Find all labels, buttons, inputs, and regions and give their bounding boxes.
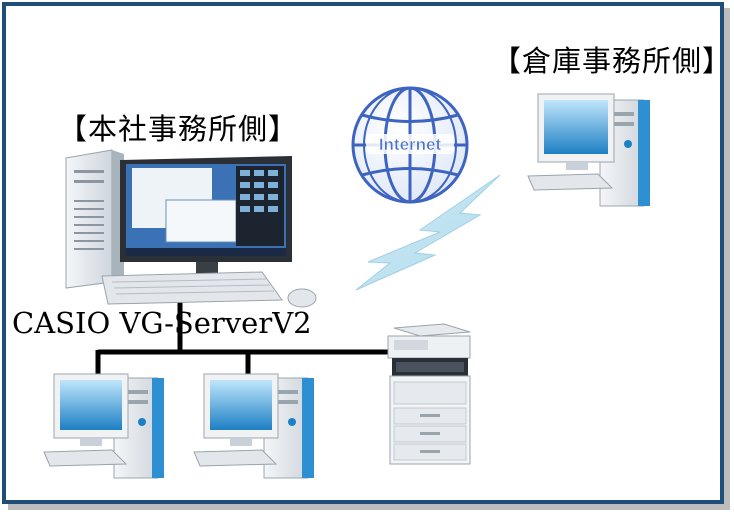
copier-icon	[387, 323, 471, 465]
server-label: CASIO VG-ServerV2	[12, 306, 312, 340]
warehouse-label: 【倉庫事務所側】	[492, 44, 733, 78]
headquarters-label: 【本社事務所側】	[58, 112, 299, 146]
lightning-icon	[355, 174, 501, 291]
desktop-pc-icon	[43, 373, 164, 479]
desktop-pc-icon	[193, 373, 314, 479]
internet-label: Internet	[379, 135, 442, 154]
server-workstation-icon	[65, 149, 317, 308]
network-cables	[95, 300, 395, 378]
globe-icon: Internet	[351, 86, 469, 204]
desktop-pc-icon	[527, 93, 650, 207]
